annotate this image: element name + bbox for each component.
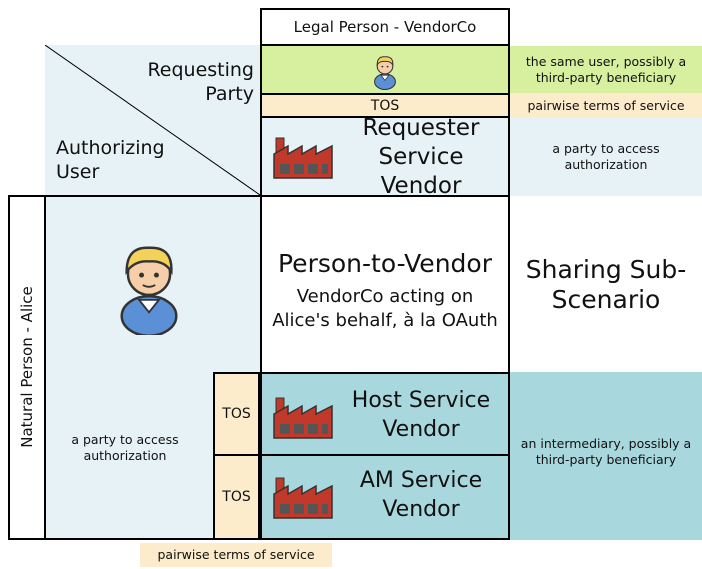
diagonal-divider <box>45 45 260 195</box>
pairwise-tos-top: pairwise terms of service <box>510 93 702 118</box>
factory-icon <box>273 477 333 519</box>
user-icon <box>374 55 396 90</box>
center-title: Person-to-Vendor <box>278 249 492 278</box>
host-service-vendor-cell: Host Service Vendor <box>260 372 510 456</box>
intermediary-note: an intermediary, possibly a third-party … <box>520 436 692 467</box>
person-to-vendor-cell: Person-to-Vendor VendorCo acting on Alic… <box>260 195 510 373</box>
alice-column-border <box>45 195 260 540</box>
authorizing-user-label: Authorizing User <box>56 137 165 183</box>
natural-person-label: Natural Person - Alice <box>18 286 36 448</box>
host-service-vendor-label: Host Service Vendor <box>351 388 491 442</box>
requester-note: a party to access authorization <box>552 141 660 172</box>
requester-service-vendor-cell: Requester Service Vendor <box>260 114 510 199</box>
natural-person-bar: Natural Person - Alice <box>8 195 46 540</box>
requester-note-background <box>510 118 702 196</box>
am-service-vendor-label: AM Service Vendor <box>359 468 483 522</box>
top-right-note: the same user, possibly a third-party be… <box>510 46 702 93</box>
alice-note: a party to access authorization <box>71 432 179 463</box>
pairwise-tos-bottom: pairwise terms of service <box>140 543 332 567</box>
sharing-subscenario: Sharing Sub-Scenario <box>525 255 687 314</box>
factory-icon <box>273 137 333 179</box>
factory-icon <box>273 397 333 439</box>
am-service-vendor-cell: AM Service Vendor <box>260 456 510 540</box>
user-icon <box>120 246 178 335</box>
tos-am: TOS <box>213 456 260 540</box>
requesting-party-label: Requesting Party <box>147 59 254 105</box>
requester-service-vendor-label: Requester Service Vendor <box>362 114 480 199</box>
requesting-user-cell <box>260 46 510 93</box>
intermediary-note-background <box>510 372 702 540</box>
legal-person-header: Legal Person - VendorCo <box>260 8 510 46</box>
tos-top: TOS <box>260 93 510 118</box>
tos-host: TOS <box>213 372 260 456</box>
center-subtitle: VendorCo acting on Alice's behalf, à la … <box>272 286 498 331</box>
